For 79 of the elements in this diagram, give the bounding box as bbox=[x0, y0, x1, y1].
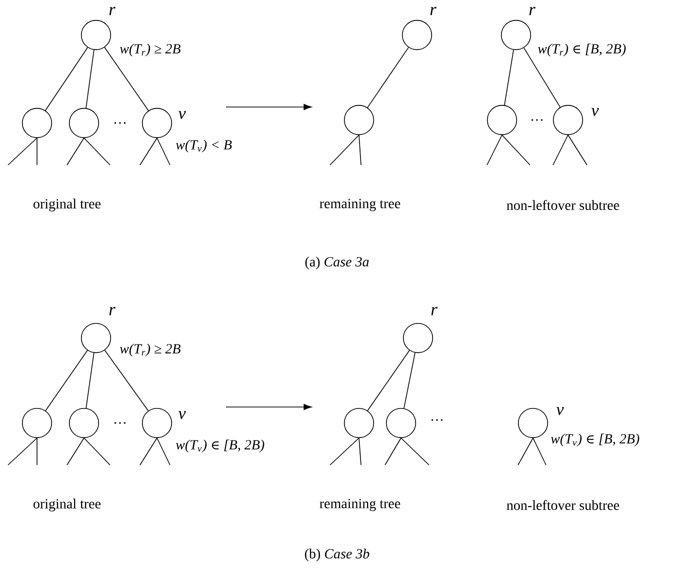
node-label: v bbox=[556, 406, 564, 416]
label-text: original tree bbox=[34, 498, 101, 512]
leaf-line bbox=[84, 438, 110, 466]
label-text: (b) Case 3b bbox=[304, 548, 370, 562]
label-text: non-leftover subtree bbox=[506, 200, 620, 210]
branch-line bbox=[45, 350, 88, 412]
leaf-line bbox=[36, 438, 38, 466]
tree-node-circle bbox=[402, 20, 432, 50]
leaf-line bbox=[8, 138, 38, 166]
label-text: remaining tree bbox=[320, 198, 400, 212]
branch-line bbox=[504, 49, 514, 106]
label-text: … bbox=[532, 119, 543, 121]
tree-node-circle bbox=[402, 322, 434, 354]
weight-label: w(T$_{r}$) ∈ [B, 2B) bbox=[538, 44, 626, 56]
leaf-line bbox=[358, 134, 362, 166]
weight-label: w(T$_{r}$) ≥ 2B bbox=[120, 344, 180, 356]
leaf-line bbox=[66, 438, 84, 466]
label-text: … bbox=[432, 419, 442, 421]
weight-label: w(T$_{r}$) ≥ 2B bbox=[120, 44, 180, 56]
node-label: r bbox=[430, 6, 436, 16]
leaf-line bbox=[518, 438, 534, 466]
branch-line bbox=[523, 47, 561, 108]
leaf-line bbox=[36, 138, 38, 166]
node-label: r bbox=[109, 6, 116, 16]
leaf-line bbox=[66, 138, 84, 166]
node-label: v bbox=[178, 410, 186, 420]
tree-node-circle bbox=[22, 408, 52, 438]
branch-line bbox=[404, 352, 416, 409]
tree-node-circle bbox=[500, 20, 532, 50]
tree-node-circle bbox=[344, 408, 374, 438]
tree-node-circle bbox=[386, 408, 416, 438]
tree-node-circle bbox=[68, 108, 100, 138]
node-label: v bbox=[178, 110, 186, 120]
tree-node-circle bbox=[344, 104, 374, 136]
weight-label: w(T$_{v}$) ∈ [B, 2B) bbox=[176, 440, 264, 452]
node-label: r bbox=[431, 306, 438, 316]
leaf-line bbox=[502, 134, 530, 166]
leaf-line bbox=[330, 438, 360, 466]
leaf-line bbox=[140, 138, 158, 166]
branch-line bbox=[104, 46, 149, 112]
branch-line bbox=[367, 47, 409, 108]
tree-node-circle bbox=[518, 408, 548, 438]
leaf-line bbox=[84, 138, 110, 166]
leaf-line bbox=[156, 438, 170, 466]
tree-node-circle bbox=[80, 20, 112, 50]
tree-node-circle bbox=[142, 408, 172, 438]
leaf-line bbox=[552, 134, 568, 166]
tree-node-circle bbox=[68, 408, 100, 438]
label-text: (a) Case 3a bbox=[305, 256, 369, 270]
tree-node-circle bbox=[22, 108, 52, 138]
leaf-line bbox=[8, 438, 38, 466]
branch-line bbox=[104, 350, 149, 412]
leaf-line bbox=[156, 138, 170, 166]
label-text: … bbox=[114, 122, 126, 124]
branch-line bbox=[86, 352, 94, 408]
leaf-line bbox=[330, 134, 360, 166]
branch-line bbox=[86, 50, 94, 108]
tree-node-circle bbox=[486, 104, 518, 136]
tree-node-circle bbox=[142, 108, 172, 138]
tree-node-circle bbox=[552, 104, 584, 136]
label-text: original tree bbox=[34, 198, 101, 212]
label-text: … bbox=[114, 422, 126, 424]
weight-label: w(T$_{v}$) ∈ [B, 2B) bbox=[550, 434, 640, 446]
leaf-line bbox=[140, 438, 158, 466]
label-text: remaining tree bbox=[320, 498, 400, 512]
branch-line bbox=[367, 350, 410, 412]
leaf-line bbox=[384, 438, 402, 466]
leaf-line bbox=[486, 134, 502, 166]
label-text: non-leftover subtree bbox=[506, 500, 620, 510]
branch-line bbox=[45, 47, 88, 111]
leaf-line bbox=[532, 438, 546, 466]
tree-node-circle bbox=[80, 322, 112, 354]
node-label: r bbox=[109, 306, 116, 316]
weight-label: w(T$_{v}$) < B bbox=[176, 140, 232, 152]
node-label: v bbox=[591, 108, 599, 116]
leaf-line bbox=[400, 438, 430, 466]
leaf-line bbox=[568, 134, 588, 166]
node-label: r bbox=[529, 6, 536, 16]
leaf-line bbox=[358, 438, 362, 466]
